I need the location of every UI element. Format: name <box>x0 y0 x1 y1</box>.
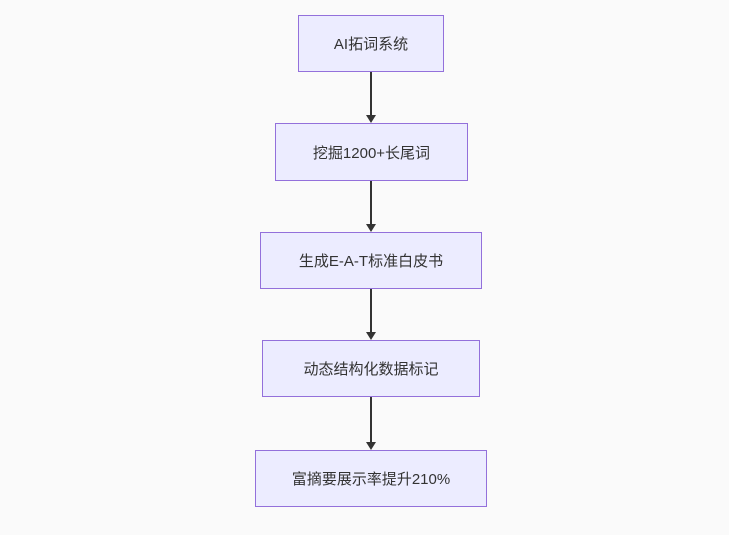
edge-line <box>370 72 372 115</box>
flowchart-edge-3 <box>365 289 377 340</box>
arrow-down-icon <box>366 442 376 450</box>
flowchart-node-eat-whitepaper: 生成E-A-T标准白皮书 <box>260 232 482 289</box>
flowchart-node-longtail-words: 挖掘1200+长尾词 <box>275 123 468 181</box>
edge-line <box>370 289 372 332</box>
flowchart-node-structured-data: 动态结构化数据标记 <box>262 340 480 397</box>
flowchart-edge-2 <box>365 181 377 232</box>
arrow-down-icon <box>366 332 376 340</box>
flowchart-edge-1 <box>365 72 377 123</box>
arrow-down-icon <box>366 115 376 123</box>
edge-line <box>370 397 372 442</box>
flowchart-node-rich-snippet-rate: 富摘要展示率提升210% <box>255 450 487 507</box>
edge-line <box>370 181 372 224</box>
flowchart-node-ai-word-system: AI拓词系统 <box>298 15 444 72</box>
flowchart-edge-4 <box>365 397 377 450</box>
arrow-down-icon <box>366 224 376 232</box>
